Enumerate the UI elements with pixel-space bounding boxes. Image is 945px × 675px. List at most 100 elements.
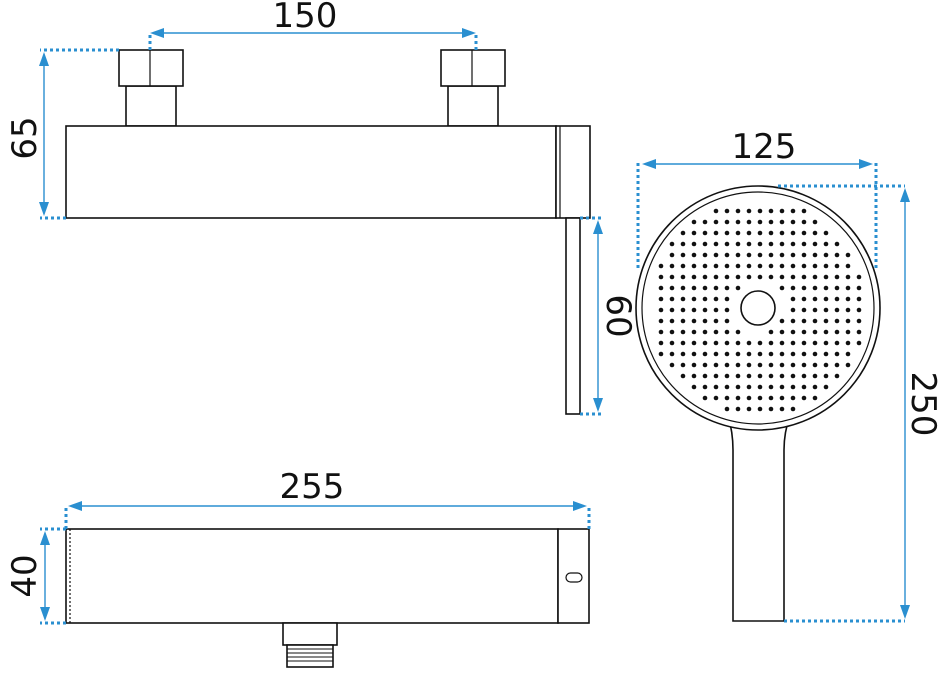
nozzle-hole (812, 395, 818, 401)
nozzle-grid (658, 208, 862, 412)
nozzle-hole (713, 329, 719, 335)
nozzle-hole (735, 373, 741, 379)
nozzle-hole (691, 263, 697, 269)
nozzle-hole (823, 307, 829, 313)
nozzle-hole (702, 384, 708, 390)
nozzle-hole (812, 307, 818, 313)
nozzle-hole (812, 384, 818, 390)
nozzle-hole (680, 274, 686, 280)
nozzle-hole (790, 406, 796, 412)
nozzle-hole (746, 406, 752, 412)
arrow-125-left (642, 159, 656, 169)
nozzle-hole (702, 362, 708, 368)
arrow-150-left (150, 28, 164, 38)
dimension-label-65: 65 (5, 116, 45, 159)
nozzle-hole (790, 263, 796, 269)
arrow-40-bottom (40, 607, 50, 621)
nozzle-hole (856, 296, 862, 302)
nozzle-hole (757, 406, 763, 412)
outlet-threaded-nipple (286, 644, 334, 668)
dimension-label-250: 250 (903, 372, 943, 437)
nozzle-hole (669, 329, 675, 335)
nozzle-hole (691, 351, 697, 357)
nozzle-hole (834, 340, 840, 346)
nozzle-hole (768, 351, 774, 357)
nozzle-hole (779, 208, 785, 214)
nozzle-hole (680, 296, 686, 302)
nozzle-hole (823, 373, 829, 379)
nozzle-hole (790, 208, 796, 214)
mixer-body-front (65, 125, 557, 219)
nozzle-hole (779, 252, 785, 258)
nozzle-hole (834, 252, 840, 258)
nozzle-hole (856, 340, 862, 346)
nozzle-hole (823, 230, 829, 236)
dimension-label-40: 40 (5, 554, 45, 597)
nozzle-hole (735, 351, 741, 357)
control-knob-top (557, 528, 590, 624)
nozzle-hole (746, 384, 752, 390)
nozzle-hole (790, 395, 796, 401)
nozzle-hole (691, 318, 697, 324)
nozzle-hole (713, 285, 719, 291)
nozzle-hole (757, 252, 763, 258)
nozzle-hole (702, 219, 708, 225)
nozzle-hole (735, 241, 741, 247)
nozzle-hole (845, 307, 851, 313)
nozzle-hole (735, 395, 741, 401)
nozzle-hole (801, 329, 807, 335)
nozzle-hole (845, 318, 851, 324)
nozzle-hole (834, 373, 840, 379)
nozzle-hole (713, 395, 719, 401)
nozzle-hole (724, 241, 730, 247)
nozzle-hole (812, 318, 818, 324)
nozzle-hole (724, 384, 730, 390)
nozzle-hole (768, 329, 774, 335)
outlet-connector-base (282, 622, 338, 646)
nozzle-hole (801, 274, 807, 280)
right-connector-stem (447, 85, 499, 127)
nozzle-hole (768, 241, 774, 247)
arrow-60-top (593, 220, 603, 234)
nozzle-hole (735, 219, 741, 225)
nozzle-hole (801, 384, 807, 390)
nozzle-hole (834, 351, 840, 357)
nozzle-hole (702, 318, 708, 324)
nozzle-hole (724, 340, 730, 346)
nozzle-hole (680, 362, 686, 368)
arrow-250-top (900, 188, 910, 202)
nozzle-hole (812, 329, 818, 335)
dimension-label-125: 125 (732, 127, 797, 167)
nozzle-hole (768, 373, 774, 379)
nozzle-hole (746, 362, 752, 368)
nozzle-hole (724, 395, 730, 401)
nozzle-hole (757, 230, 763, 236)
nozzle-hole (757, 351, 763, 357)
nozzle-hole (724, 274, 730, 280)
nozzle-hole (790, 329, 796, 335)
nozzle-hole (746, 351, 752, 357)
nozzle-hole (669, 362, 675, 368)
nozzle-hole (702, 395, 708, 401)
nozzle-hole (845, 362, 851, 368)
nozzle-hole (691, 285, 697, 291)
nozzle-hole (680, 307, 686, 313)
arrow-40-top (40, 531, 50, 545)
nozzle-hole (735, 406, 741, 412)
nozzle-hole (724, 373, 730, 379)
nozzle-hole (724, 285, 730, 291)
nozzle-hole (790, 274, 796, 280)
nozzle-hole (702, 307, 708, 313)
nozzle-hole (713, 208, 719, 214)
nozzle-hole (713, 351, 719, 357)
nozzle-hole (757, 340, 763, 346)
nozzle-hole (669, 351, 675, 357)
shower-head-inner (641, 191, 875, 425)
nozzle-hole (691, 296, 697, 302)
nozzle-hole (746, 241, 752, 247)
nozzle-hole (691, 340, 697, 346)
nozzle-hole (856, 329, 862, 335)
nozzle-hole (702, 230, 708, 236)
nozzle-hole (713, 230, 719, 236)
